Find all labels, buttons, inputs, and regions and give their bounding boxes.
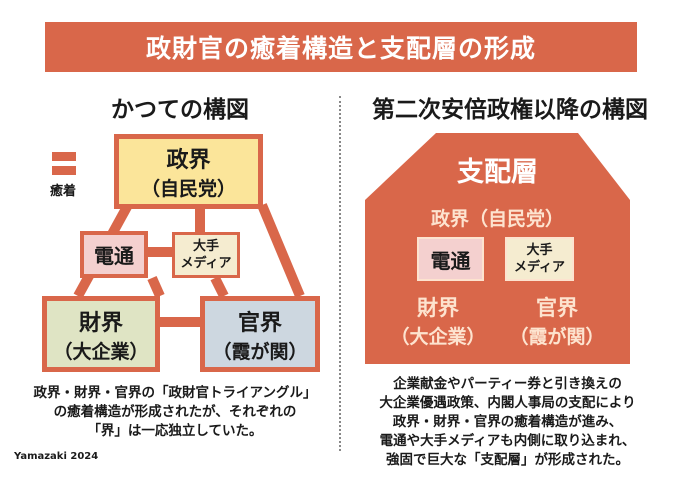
right-heading: 第二次安倍政権以降の構図	[372, 97, 648, 123]
right-zaikai-sub: （大企業）	[390, 326, 486, 348]
title-banner: 政財官の癒着構造と支配層の形成	[45, 22, 637, 72]
media-label-1: 大手	[192, 239, 219, 254]
right-kankai-group: 官界 （霞が関）	[497, 292, 617, 349]
right-seikai-label: 政界（自民党）	[430, 208, 564, 230]
media-label-2: メディア	[180, 256, 232, 271]
zaikai-box: 財界 （大企業）	[42, 296, 160, 372]
dentsu-label: 電通	[94, 244, 134, 268]
section-divider	[339, 96, 341, 451]
right-caption-line-2: 大企業優遇政策、内閣人事局の支配により	[379, 395, 636, 411]
legend-label: 癒着	[50, 184, 77, 199]
right-media-box: 大手 メディア	[505, 237, 574, 281]
right-zaikai-group: 財界 （大企業）	[378, 292, 498, 349]
kankai-box: 官界 （霞が関）	[200, 296, 320, 372]
kankai-sub: （霞が関）	[212, 340, 308, 363]
right-dentsu-box: 電通	[417, 237, 484, 281]
right-caption: 企業献金やパーティー券と引き換えの 大企業優遇政策、内閣人事局の支配により 政界…	[350, 375, 665, 470]
pyramid	[365, 133, 630, 364]
left-caption-line-1: 政界・財界・官界の「政財官トライアングル」	[33, 385, 317, 401]
right-caption-line-4: 電通や大手メディアも内側に取り込まれ、	[379, 433, 636, 449]
left-heading: かつての構図	[111, 97, 249, 123]
pyramid-title: 支配層	[457, 157, 538, 188]
zaikai-sub: （大企業）	[53, 340, 149, 363]
link-dentsu-zaikai	[147, 275, 165, 299]
right-media-label-1: 大手	[526, 243, 553, 258]
legend-swatch-1	[52, 152, 76, 161]
dentsu-box: 電通	[80, 231, 148, 278]
right-kankai-name: 官界	[536, 296, 578, 320]
credit-text: Yamazaki 2024	[14, 451, 99, 462]
right-kankai-sub: （霞が関）	[509, 326, 605, 348]
seikai-name: 政界	[166, 148, 211, 173]
right-media-label-2: メディア	[513, 260, 566, 275]
left-caption-line-2: の癒着構造が形成されたが、それぞれの	[53, 404, 297, 420]
left-caption-line-3: 「界」は一応独立していた。	[87, 423, 263, 439]
zaikai-name: 財界	[78, 310, 123, 336]
link-media-kankai	[210, 275, 229, 299]
link-seikai-kankai	[257, 203, 305, 298]
legend-swatch-2	[52, 166, 76, 175]
left-caption: 政界・財界・官界の「政財官トライアングル」 の癒着構造が形成されたが、それぞれの…	[20, 384, 330, 441]
page-title: 政財官の癒着構造と支配層の形成	[145, 34, 536, 63]
seikai-sub: （自民党）	[140, 178, 236, 200]
right-caption-line-3: 政界・財界・官界の癒着構造が進み、	[392, 414, 623, 430]
right-caption-line-5: 強固で巨大な「支配層」が形成された。	[386, 452, 629, 468]
seikai-box: 政界 （自民党）	[114, 134, 263, 209]
right-dentsu-label: 電通	[430, 248, 471, 273]
right-zaikai-name: 財界	[417, 296, 459, 320]
kankai-name: 官界	[237, 310, 282, 336]
right-caption-line-1: 企業献金やパーティー券と引き換えの	[393, 376, 622, 392]
media-box: 大手 メディア	[172, 232, 240, 278]
